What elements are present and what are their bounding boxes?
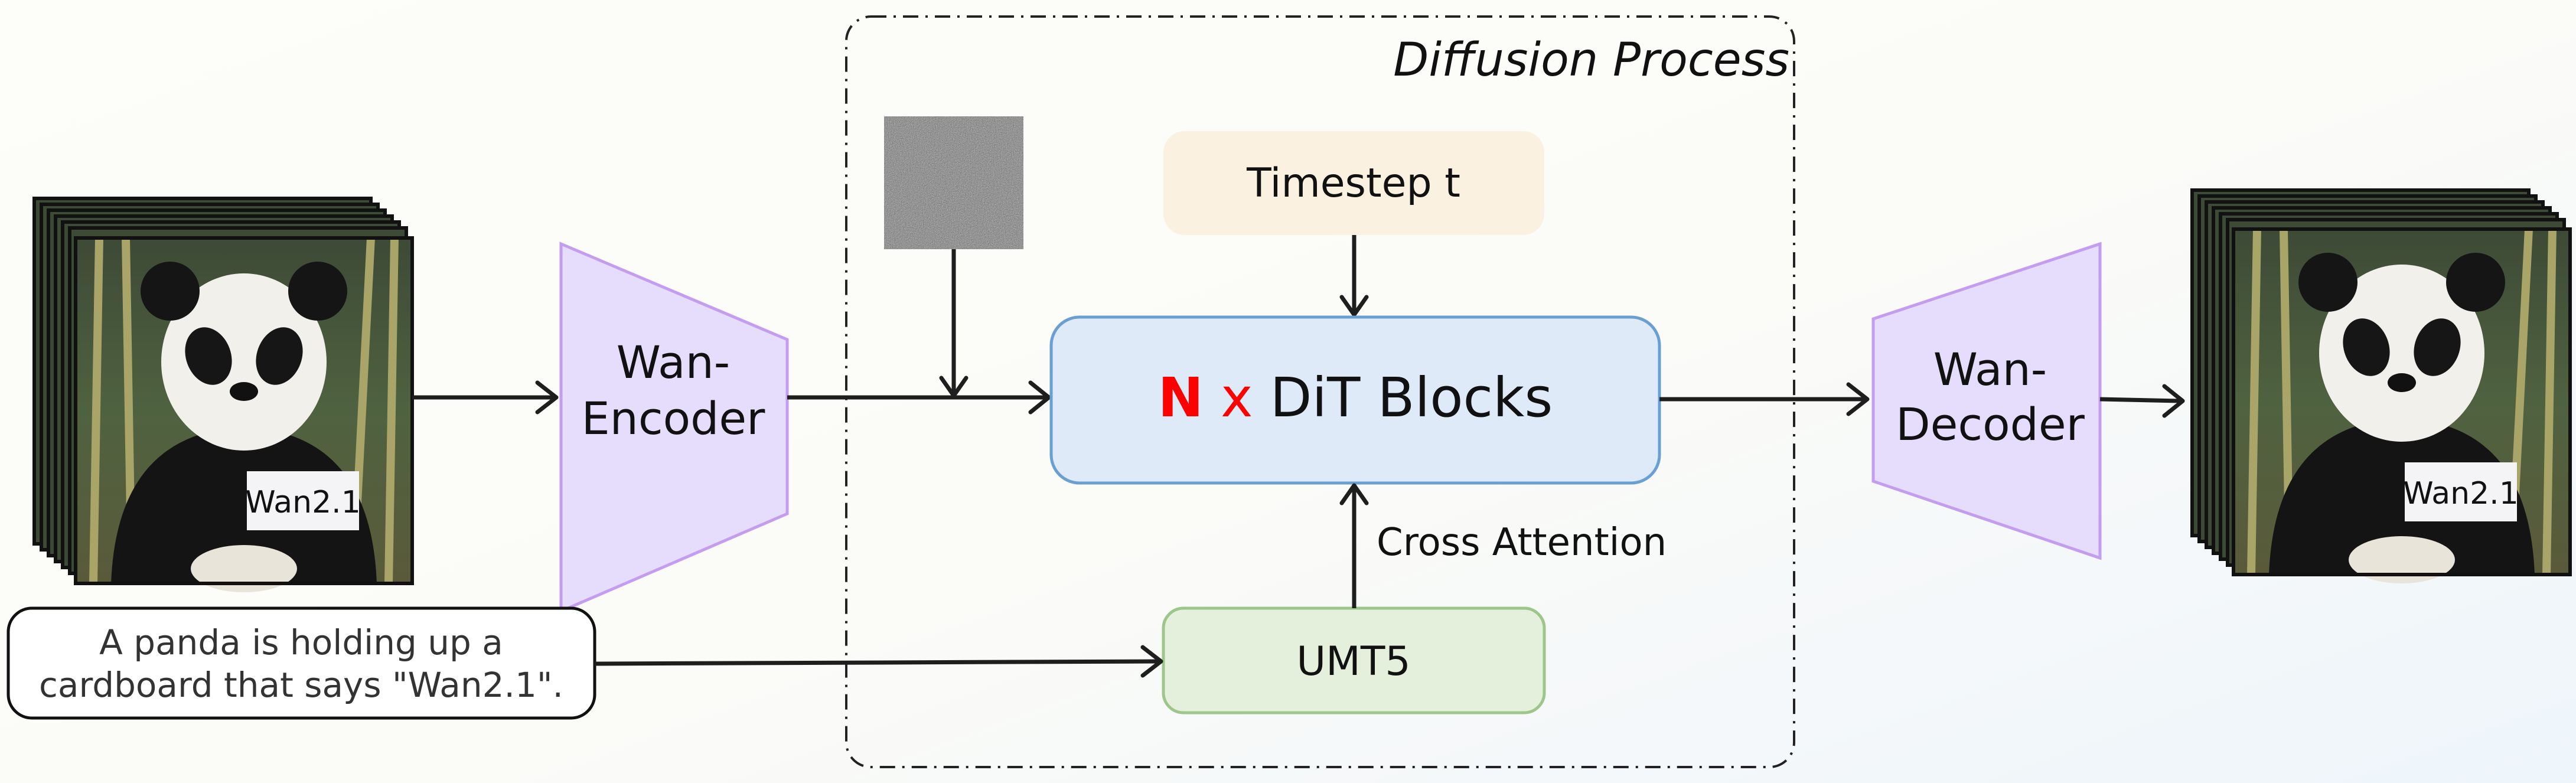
- umt5-text-encoder: UMT5: [1162, 606, 1546, 715]
- arrow-icon: [2162, 384, 2185, 418]
- wan-decoder: Wan- Decoder: [1871, 242, 2102, 560]
- arrow-icon: [939, 376, 969, 398]
- svg-text:Decoder: Decoder: [1896, 398, 2085, 451]
- svg-text:cardboard that says "Wan2.1".: cardboard that says "Wan2.1".: [39, 665, 563, 705]
- n-count: N: [1158, 366, 1204, 429]
- text-prompt-box: A panda is holding up a cardboard that s…: [6, 606, 596, 720]
- dit-label: DiT Blocks: [1270, 366, 1553, 429]
- output-video-frames: Wan2.1: [2190, 188, 2570, 583]
- arrow-icon: [1140, 645, 1163, 678]
- arrow-icon: [1846, 382, 1870, 416]
- svg-text:Wan-: Wan-: [1933, 343, 2047, 396]
- times-symbol: x: [1221, 366, 1253, 429]
- cross-attention-label: Cross Attention: [1377, 521, 1667, 565]
- svg-text:Encoder: Encoder: [582, 392, 765, 445]
- wan-encoder: Wan- Encoder: [559, 242, 789, 614]
- sign-text: Wan2.1: [245, 485, 361, 520]
- svg-text:UMT5: UMT5: [1296, 638, 1410, 685]
- svg-text:Wan-: Wan-: [617, 336, 730, 389]
- sign-text: Wan2.1: [2403, 476, 2519, 511]
- diffusion-process-label: Diffusion Process: [1393, 34, 1789, 87]
- svg-text:Timestep t: Timestep t: [1246, 160, 1460, 207]
- dit-blocks: N x DiT Blocks: [1049, 315, 1661, 485]
- arrow-icon: [1339, 483, 1369, 505]
- svg-text:A panda is holding up a: A panda is holding up a: [99, 622, 503, 663]
- arrow-icon: [535, 380, 559, 415]
- arrow-icon: [1028, 380, 1051, 415]
- noise-texture: [884, 116, 1023, 249]
- diffusion-process-container: [845, 15, 1795, 768]
- timestep-box: Timestep t: [1163, 131, 1544, 235]
- arrow-icon: [1339, 295, 1369, 317]
- svg-text:N x DiT Blocks: N x DiT Blocks: [1158, 366, 1553, 429]
- input-video-frames: Wan2.1: [32, 197, 412, 592]
